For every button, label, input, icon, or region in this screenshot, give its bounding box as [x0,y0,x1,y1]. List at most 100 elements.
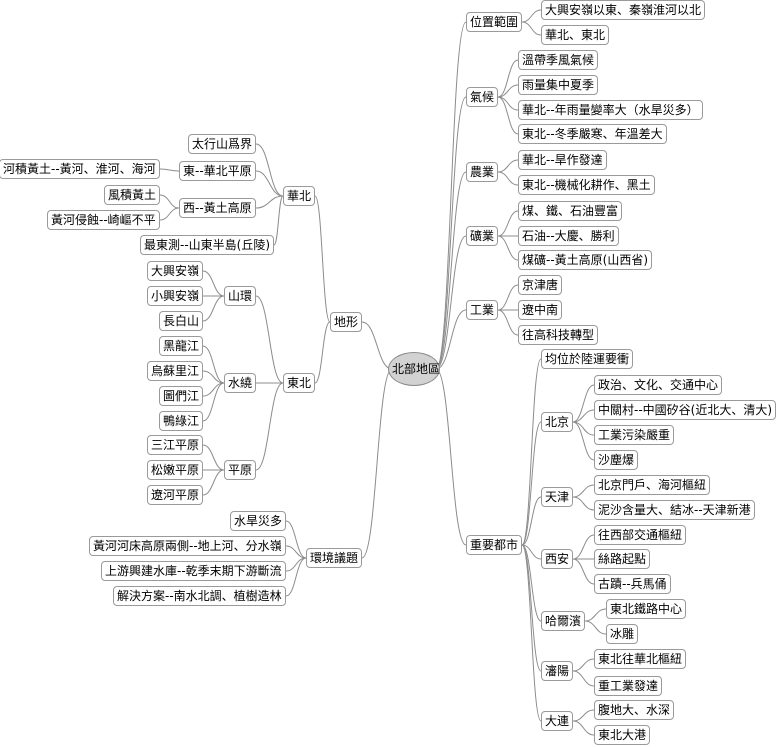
connector-line [497,235,519,261]
topic-node[interactable]: 西--黃土高原 [179,198,256,218]
topic-node[interactable]: 農業 [466,162,499,182]
topic-node[interactable]: 水旱災多 [230,511,287,531]
topic-node[interactable]: 水繞 [224,373,257,393]
connector-line [435,368,467,546]
topic-node[interactable]: 地形 [330,312,363,332]
topic-node[interactable]: 風積黃土 [104,185,161,205]
connector-line [584,620,607,635]
topic-node[interactable]: 冰雕 [606,624,639,644]
topic-node[interactable]: 東北鐵路中心 [606,599,687,619]
topic-node[interactable]: 黃河河床高原兩側--地上河、分水嶺 [89,536,286,556]
topic-node[interactable]: 往高科技轉型 [518,325,599,345]
topic-node[interactable]: 北京 [541,412,574,432]
connector-line [572,421,595,461]
topic-node[interactable]: 上游興建水庫--乾季末期下游斷流 [101,561,286,581]
connector-line [572,384,595,423]
topic-node[interactable]: 三江平原 [147,435,204,455]
topic-node[interactable]: 煤礦--黃土高原(山西省) [518,250,653,270]
topic-node[interactable]: 中關村--中國矽谷(近北大、清大) [594,400,777,420]
topic-node[interactable]: 鴨綠江 [159,411,204,431]
topic-node[interactable]: 工業 [466,300,499,320]
central-topic[interactable]: 北部地區 [388,352,440,386]
topic-node[interactable]: 大興安嶺以東、秦嶺淮河以北 [541,0,706,20]
connector-line [572,496,595,511]
topic-node[interactable]: 政治、文化、交通中心 [594,375,723,395]
topic-node[interactable]: 河積黃土--黃河、淮河、海河 [0,159,160,179]
topic-node[interactable]: 哈爾濱 [541,611,586,631]
topic-node[interactable]: 華北、東北 [541,25,610,45]
topic-node[interactable]: 黑龍江 [159,336,204,356]
topic-node[interactable]: 西安 [541,549,574,569]
topic-node[interactable]: 松嫩平原 [147,460,204,480]
connector-line [314,321,331,384]
connector-line [572,534,595,560]
topic-node[interactable]: 長白山 [159,311,204,331]
topic-node[interactable]: 華北--年雨量變率大（水旱災多） [518,100,703,120]
topic-node[interactable]: 重工業發達 [594,676,663,696]
topic-node[interactable]: 大興安嶺 [147,261,204,281]
connector-line [572,558,595,585]
topic-node[interactable]: 北京門戶、海河樞紐 [594,475,711,495]
connector-line [202,382,225,422]
topic-node[interactable]: 重要都市 [466,535,523,555]
topic-node[interactable]: 遼中南 [518,300,563,320]
topic-node[interactable]: 京津唐 [518,275,563,295]
connector-line [202,345,225,384]
topic-node[interactable]: 雨量集中夏季 [518,75,599,95]
topic-node[interactable]: 天津 [541,487,574,507]
topic-node[interactable]: 大連 [541,711,574,731]
connector-line [521,358,542,546]
connector-line [572,720,595,736]
topic-node[interactable]: 遼河平原 [147,485,204,505]
connector-line [521,544,542,622]
connector-line [435,96,467,370]
topic-node[interactable]: 平原 [224,460,257,480]
connector-line [497,284,519,311]
topic-node[interactable]: 華北--旱作發達 [518,150,607,170]
topic-node[interactable]: 烏蘇里江 [147,361,204,381]
topic-node[interactable]: 位置範圍 [466,12,523,32]
topic-node[interactable]: 泥沙含量大、結冰--天津新港 [594,500,755,520]
topic-node[interactable]: 煤、鐵、石油豐富 [518,201,623,221]
connector-line [572,658,595,672]
topic-node[interactable]: 解決方案--南水北調、植樹造林 [113,586,286,606]
topic-node[interactable]: 東北--機械化耕作、黑土 [518,175,655,195]
topic-node[interactable]: 東北 [283,373,316,393]
connector-line [202,370,225,384]
connector-line [285,520,307,559]
topic-node[interactable]: 華北 [283,186,316,206]
topic-node[interactable]: 東北--冬季嚴寒、年溫差大 [518,124,667,144]
topic-node[interactable]: 黃河侵蝕--崎嶇不平 [47,210,160,230]
topic-node[interactable]: 環境議題 [306,548,363,568]
connector-line [435,235,467,370]
topic-node[interactable]: 圖們江 [159,386,204,406]
connector-line [361,368,393,559]
topic-node[interactable]: 絲路起點 [594,549,651,569]
connector-line [497,84,519,98]
topic-node[interactable]: 東--華北平原 [179,161,256,181]
connector-line [159,207,180,221]
topic-node[interactable]: 均位於陸運要衝 [541,349,634,369]
topic-node[interactable]: 工業污染嚴重 [594,425,675,445]
topic-node[interactable]: 小興安嶺 [147,286,204,306]
topic-node[interactable]: 石油--大慶、勝利 [518,226,619,246]
topic-node[interactable]: 沙塵爆 [594,450,639,470]
connector-line [285,545,307,559]
topic-node[interactable]: 溫帶季風氣候 [518,50,599,70]
topic-node[interactable]: 往西部交通樞紐 [594,525,687,545]
topic-node[interactable]: 東北往華北樞紐 [594,649,687,669]
topic-node[interactable]: 東北大港 [594,725,651,745]
topic-node[interactable]: 太行山爲界 [188,134,257,154]
topic-node[interactable]: 腹地大、水深 [594,700,675,720]
connector-line [497,159,519,173]
topic-node[interactable]: 最東測--山東半島(丘陵) [140,235,275,255]
connector-line [435,309,467,370]
topic-node[interactable]: 瀋陽 [541,661,574,681]
topic-node[interactable]: 礦業 [466,226,499,246]
topic-node[interactable]: 古蹟--兵馬俑 [594,574,671,594]
connector-line [285,557,307,597]
topic-node[interactable]: 氣候 [466,87,499,107]
connector-line [159,194,180,209]
topic-node[interactable]: 山環 [224,286,257,306]
